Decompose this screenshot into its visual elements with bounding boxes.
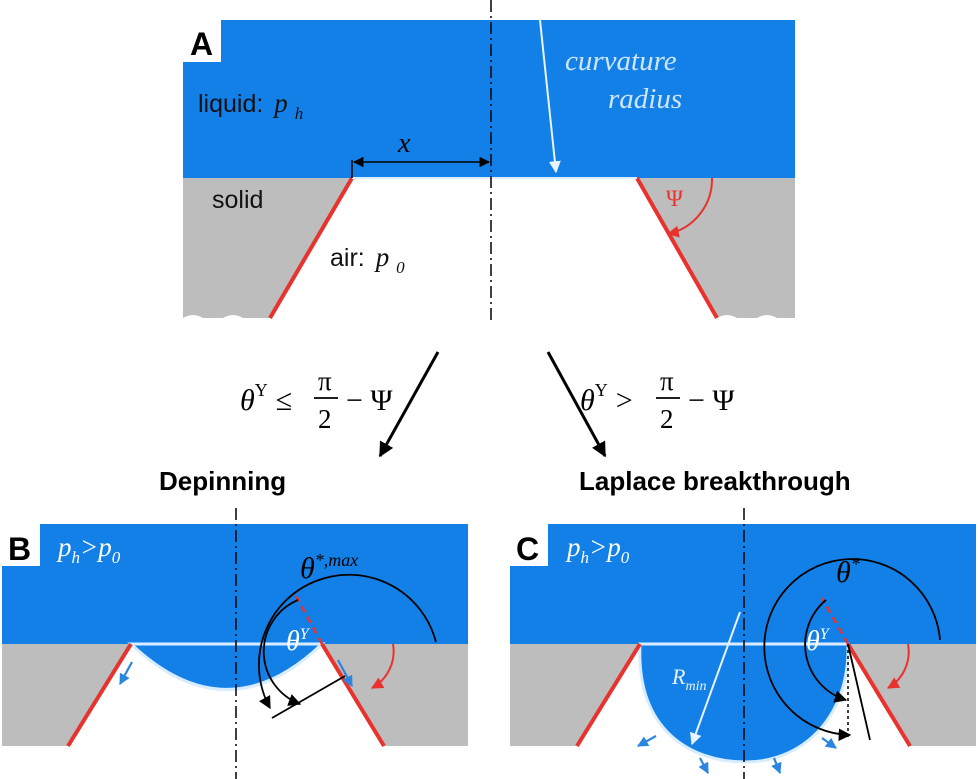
- x-label: x: [397, 128, 411, 159]
- wall-right-a: [635, 177, 719, 319]
- svg-text:θY≤: θY≤: [240, 380, 292, 417]
- solid-right-c: [848, 644, 976, 746]
- liquid-region-b: [2, 524, 468, 644]
- theta-star-label: θ*: [836, 554, 860, 589]
- liquid-region-a: [183, 20, 795, 178]
- curvature-label-2: radius: [608, 83, 682, 115]
- theta-max-label: θ*,max: [300, 550, 358, 585]
- arrow-left-branch: [378, 351, 440, 458]
- svg-text:2: 2: [318, 404, 332, 434]
- rmin-arrow: [690, 611, 741, 746]
- breakthrough-arrow-2: [698, 757, 709, 774]
- wall-left-a: [268, 176, 354, 320]
- arrow-right-branch: [546, 351, 607, 458]
- outcome-depinning: Depinning: [159, 466, 286, 496]
- jagged-edge-a: [183, 315, 795, 324]
- depin-arrow-right: [337, 659, 353, 687]
- tangent-line-c: [847, 643, 871, 741]
- solid-right-a: [637, 178, 795, 318]
- condition-left: θY≤ π 2 − Ψ: [240, 366, 393, 434]
- breakthrough-arrow-4: [821, 737, 837, 749]
- branch-arrows: [378, 351, 607, 458]
- panel-label-a-box: [183, 20, 221, 62]
- panel-a: A liquid: p h solid air: p 0 x curvature…: [183, 0, 795, 324]
- solid-right-b: [322, 644, 468, 746]
- panel-label-a: A: [190, 26, 213, 62]
- curvature-label-1: curvature: [565, 45, 677, 77]
- theta-y-arc-b: [262, 599, 302, 706]
- svg-text:π: π: [318, 366, 332, 396]
- depin-arrow-left: [119, 661, 133, 685]
- theta-y-label-c: θY: [806, 626, 831, 657]
- solid-left-a: [183, 178, 352, 318]
- air-label: air: p 0: [330, 242, 405, 277]
- solid-label: solid: [212, 186, 263, 214]
- theta-max-arc: [258, 573, 437, 710]
- tangent-line-b: [271, 675, 346, 719]
- rmin-label: Rmin: [671, 664, 706, 694]
- svg-text:θY>: θY>: [580, 380, 633, 417]
- panel-label-b: B: [8, 531, 31, 567]
- pressure-label-b: ph>p0: [56, 532, 121, 567]
- meniscus-b: [127, 642, 326, 691]
- svg-text:π: π: [660, 366, 674, 396]
- breakthrough-arrow-1: [637, 735, 657, 747]
- solid-left-b: [2, 644, 131, 746]
- theta-star-arc: [763, 558, 941, 741]
- condition-right: θY> π 2 − Ψ: [580, 366, 735, 434]
- curvature-radius-arrow: [539, 19, 561, 174]
- breakthrough-arrow-3: [771, 757, 782, 775]
- liquid-label: liquid: p h: [198, 88, 303, 123]
- panel-c: C ph>p0 Rmin θ* θY: [510, 508, 976, 779]
- solid-left-c: [510, 644, 640, 746]
- panel-b: B ph>p0 θ*,max θY: [2, 508, 468, 779]
- svg-text:2: 2: [660, 404, 674, 434]
- svg-text:− Ψ: − Ψ: [688, 384, 735, 417]
- theta-y-label-b: θY: [286, 626, 311, 657]
- outcome-laplace: Laplace breakthrough: [579, 466, 851, 496]
- psi-label: Ψ: [666, 186, 683, 211]
- theta-y-arc-c: [804, 599, 848, 703]
- svg-text:− Ψ: − Ψ: [346, 384, 393, 417]
- panel-label-c: C: [516, 531, 539, 567]
- psi-angle-arc: [666, 177, 714, 238]
- liquid-region-c: [510, 524, 976, 644]
- pressure-label-c: ph>p0: [565, 532, 630, 567]
